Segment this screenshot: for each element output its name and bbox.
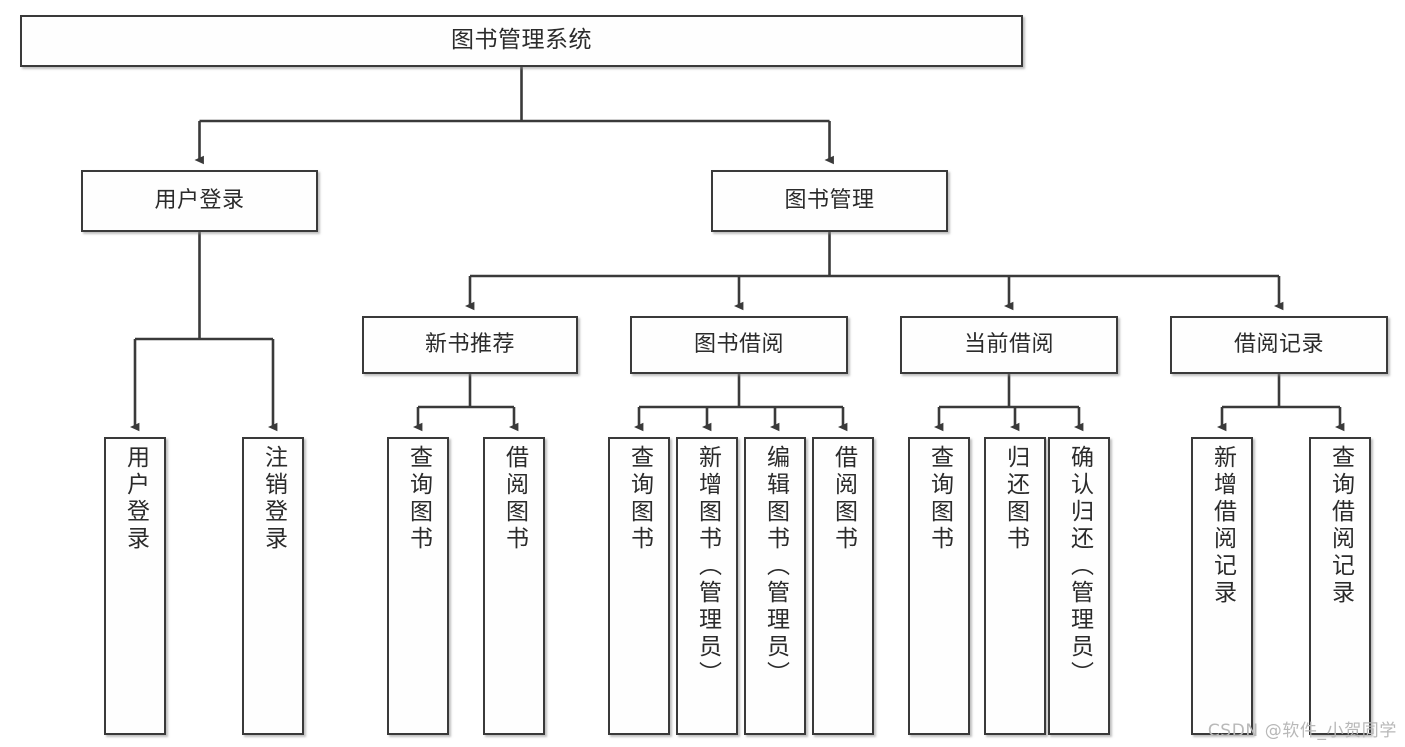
leaf-record-add[interactable]: 新增借阅记录 xyxy=(1191,437,1253,735)
node-new-book-recommend[interactable]: 新书推荐 xyxy=(362,316,578,374)
node-label: 图书管理系统 xyxy=(451,27,592,54)
node-label: 查询借阅记录 xyxy=(1327,445,1354,607)
leaf-record-query[interactable]: 查询借阅记录 xyxy=(1309,437,1371,735)
node-label: 新增图书（管理员） xyxy=(694,445,721,688)
node-label: 注销登录 xyxy=(260,445,287,553)
leaf-user-logout[interactable]: 注销登录 xyxy=(242,437,304,735)
node-root-system[interactable]: 图书管理系统 xyxy=(20,15,1023,67)
node-label: 借阅图书 xyxy=(830,445,857,553)
node-book-manage[interactable]: 图书管理 xyxy=(711,170,948,232)
node-book-borrow[interactable]: 图书借阅 xyxy=(630,316,848,374)
node-label: 图书管理 xyxy=(784,188,875,214)
node-label: 确认归还（管理员） xyxy=(1066,445,1093,688)
leaf-recommend-borrow-book[interactable]: 借阅图书 xyxy=(483,437,545,735)
leaf-borrow-query-book[interactable]: 查询图书 xyxy=(608,437,670,735)
node-label: 新书推荐 xyxy=(424,332,515,358)
node-label: 编辑图书（管理员） xyxy=(762,445,789,688)
leaf-borrow-add-book[interactable]: 新增图书（管理员） xyxy=(676,437,738,735)
leaf-current-confirm-return[interactable]: 确认归还（管理员） xyxy=(1048,437,1110,735)
node-label: 图书借阅 xyxy=(693,332,784,358)
node-borrow-record[interactable]: 借阅记录 xyxy=(1170,316,1388,374)
leaf-borrow-edit-book[interactable]: 编辑图书（管理员） xyxy=(744,437,806,735)
node-label: 借阅记录 xyxy=(1233,332,1324,358)
node-label: 查询图书 xyxy=(405,445,432,553)
leaf-recommend-query-book[interactable]: 查询图书 xyxy=(387,437,449,735)
leaf-user-login[interactable]: 用户登录 xyxy=(104,437,166,735)
node-user-login[interactable]: 用户登录 xyxy=(81,170,318,232)
node-label: 查询图书 xyxy=(926,445,953,553)
node-label: 借阅图书 xyxy=(501,445,528,553)
node-label: 当前借阅 xyxy=(963,332,1054,358)
leaf-current-return-book[interactable]: 归还图书 xyxy=(984,437,1046,735)
node-label: 新增借阅记录 xyxy=(1209,445,1236,607)
node-label: 查询图书 xyxy=(626,445,653,553)
node-current-borrow[interactable]: 当前借阅 xyxy=(900,316,1118,374)
watermark: CSDN @软件_小贺同学 xyxy=(1207,721,1397,741)
node-label: 归还图书 xyxy=(1002,445,1029,553)
leaf-borrow-borrow-book[interactable]: 借阅图书 xyxy=(812,437,874,735)
node-label: 用户登录 xyxy=(154,188,245,214)
leaf-current-query-book[interactable]: 查询图书 xyxy=(908,437,970,735)
node-label: 用户登录 xyxy=(122,445,149,553)
